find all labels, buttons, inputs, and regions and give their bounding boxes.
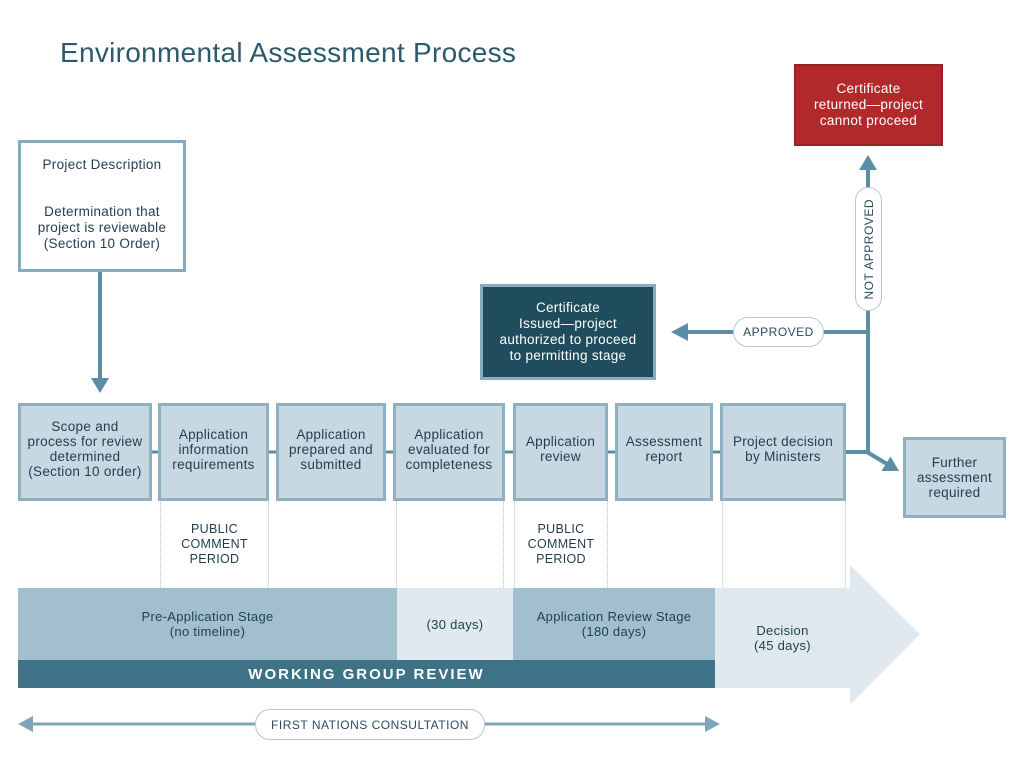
stage-label: Application prepared and submitted <box>289 426 373 472</box>
not-approved-arrowhead <box>859 155 877 170</box>
project-description-box: Project Description Determination that p… <box>18 140 186 272</box>
determination-label: Determination that project is reviewable… <box>37 204 167 251</box>
stage-application-review-box: Application review <box>513 403 608 501</box>
completeness-column <box>396 501 504 588</box>
certificate-issued-box: Certificate Issued—project authorized to… <box>480 284 656 380</box>
public-comment-period-column: PUBLIC COMMENT PERIOD <box>514 501 608 588</box>
decision-duration: (45 days) <box>754 638 811 653</box>
further-assessment-box: Further assessment required <box>903 437 1006 518</box>
first-nations-consultation-pill: FIRST NATIONS CONSULTATION <box>255 709 485 740</box>
stage-ministers-decision-box: Project decision by Ministers <box>720 403 846 501</box>
working-group-review-band: WORKING GROUP REVIEW <box>18 660 715 688</box>
application-review-stage-band: Application Review Stage (180 days) <box>513 588 715 660</box>
further-assessment-line <box>865 450 889 466</box>
not-approved-label: NOT APPROVED <box>861 198 876 300</box>
stage-label: Assessment report <box>625 434 703 464</box>
decision-column <box>722 501 846 588</box>
stage-scope-box: Scope and process for review determined … <box>18 403 152 501</box>
certificate-issued-label: Certificate Issued—project authorized to… <box>499 300 637 363</box>
further-assessment-arrowhead <box>881 456 899 471</box>
decision-label: Decision <box>756 623 809 638</box>
start-to-scope-arrowhead <box>91 378 109 393</box>
stage-completeness-box: Application evaluated for completeness <box>393 403 505 501</box>
pre-application-duration: (no timeline) <box>169 624 246 639</box>
stage-assessment-report-box: Assessment report <box>615 403 713 501</box>
public-comment-period-label: PUBLIC COMMENT PERIOD <box>527 522 595 566</box>
pre-application-stage-band: Pre-Application Stage (no timeline) <box>18 588 397 660</box>
further-assessment-label: Further assessment required <box>916 455 993 500</box>
stage-label: Project decision by Ministers <box>732 434 834 464</box>
working-group-review-label: WORKING GROUP REVIEW <box>248 665 485 683</box>
stage-label: Application evaluated for completeness <box>405 426 493 472</box>
pre-application-stage-label: Pre-Application Stage <box>141 609 274 624</box>
stage-application-submitted-box: Application prepared and submitted <box>276 403 386 501</box>
stage-label: Scope and process for review determined … <box>27 419 143 479</box>
timeline-arrow-head <box>715 565 920 705</box>
approved-label: APPROVED <box>743 325 814 339</box>
stage-label: Application review <box>525 434 596 464</box>
consultation-right-arrowhead <box>705 716 720 732</box>
completeness-duration: (30 days) <box>426 616 484 632</box>
application-review-duration: (180 days) <box>581 624 647 639</box>
public-comment-period-column: PUBLIC COMMENT PERIOD <box>160 501 269 588</box>
public-comment-period-label: PUBLIC COMMENT PERIOD <box>181 522 248 566</box>
consultation-left-arrowhead <box>18 716 33 732</box>
completeness-band: (30 days) <box>397 588 513 660</box>
page-title: Environmental Assessment Process <box>60 37 517 68</box>
approved-arrowhead <box>671 323 688 341</box>
certificate-returned-box: Certificate returned—project cannot proc… <box>794 64 943 146</box>
approved-pill: APPROVED <box>733 317 824 347</box>
not-approved-pill: NOT APPROVED <box>855 187 882 311</box>
project-description-label: Project Description <box>42 157 162 172</box>
application-review-stage-label: Application Review Stage <box>536 609 692 624</box>
decision-band: Decision (45 days) <box>715 588 850 688</box>
stage-information-requirements-box: Application information requirements <box>158 403 269 501</box>
stage-label: Application information requirements <box>172 426 255 472</box>
certificate-returned-label: Certificate returned—project cannot proc… <box>813 81 924 128</box>
first-nations-consultation-label: FIRST NATIONS CONSULTATION <box>271 717 469 732</box>
